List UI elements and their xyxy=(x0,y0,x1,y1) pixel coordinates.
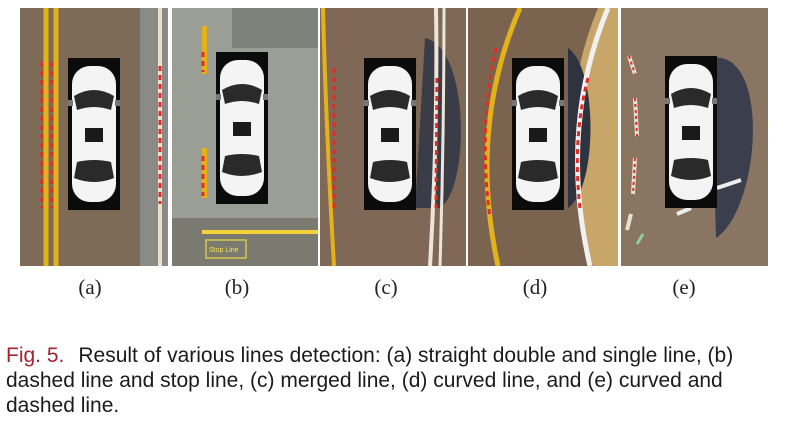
panel-a-label: (a) xyxy=(78,275,102,299)
stop-line-sign: Stop Line xyxy=(209,247,239,254)
panel-e-label: (e) xyxy=(672,275,696,299)
panel-d-label: (d) xyxy=(522,275,548,299)
figure-caption: Fig. 5.Result of various lines detection… xyxy=(6,343,796,418)
panel-e-image xyxy=(621,8,768,266)
caption-text: Result of various lines detection: (a) s… xyxy=(6,344,734,417)
panel-a-image xyxy=(20,8,168,266)
panel-b-label: (b) xyxy=(224,275,250,299)
panel-b-image: Stop Line xyxy=(172,8,318,266)
panel-d-image xyxy=(468,8,618,266)
panel-c-image xyxy=(320,8,466,266)
panel-c-label: (c) xyxy=(374,275,398,299)
figure-number: Fig. 5. xyxy=(6,344,65,367)
